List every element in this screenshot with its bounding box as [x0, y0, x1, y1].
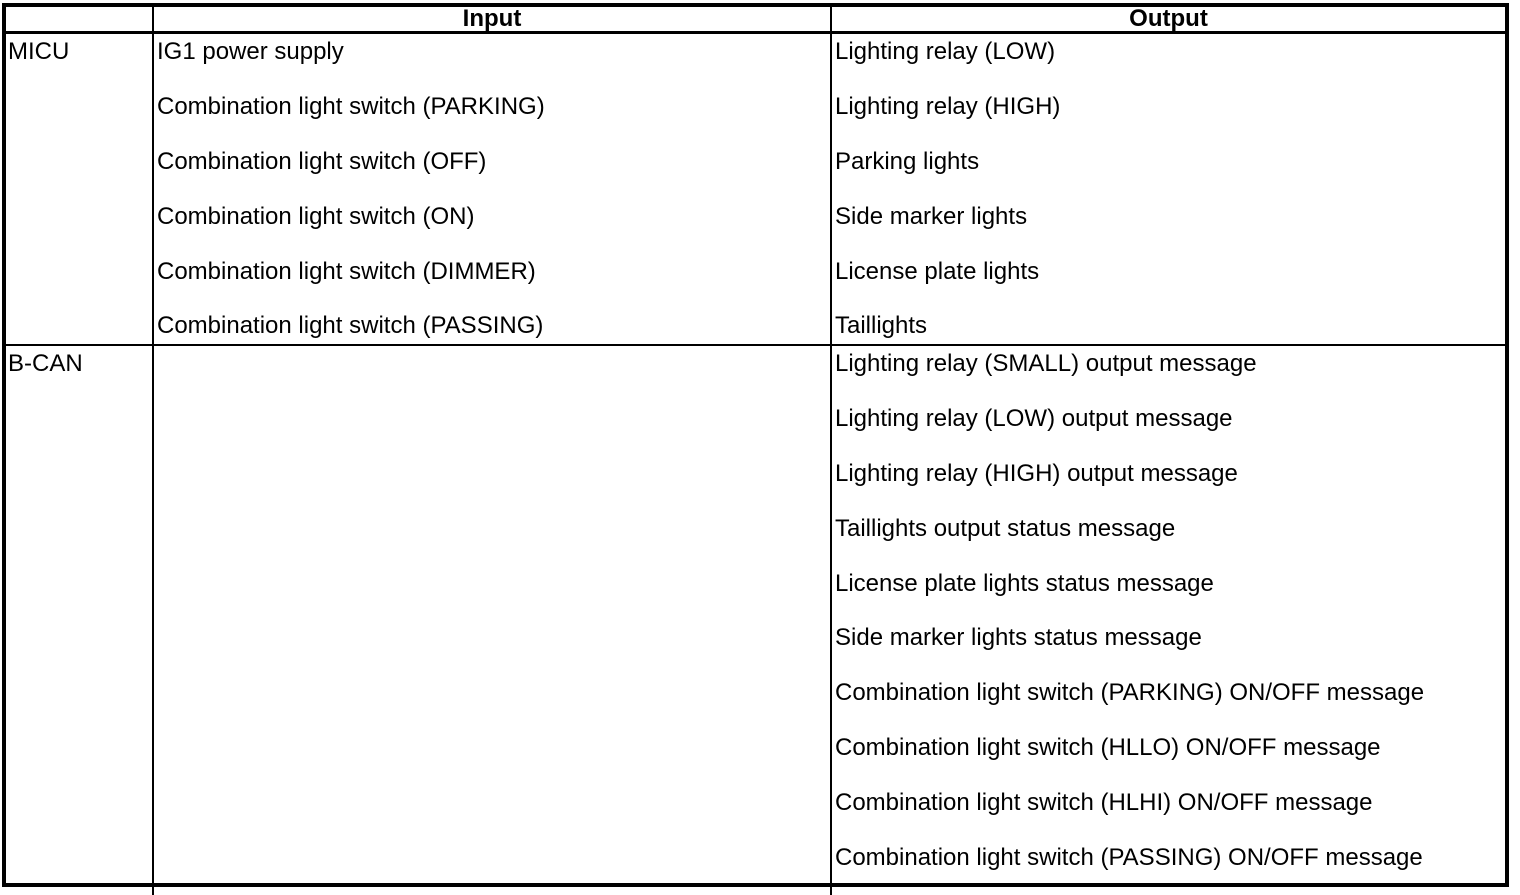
- cell-text-line: Combination light switch (PASSING) ON/OF…: [835, 844, 1423, 872]
- cell-text-line: Taillights: [835, 312, 928, 340]
- cell-text-line: Lighting relay (HIGH) output message: [835, 459, 1238, 487]
- bcan-input-cell: [152, 346, 830, 895]
- table-header-row: Input Output: [6, 7, 1505, 34]
- cell-text-line: Combination light switch (DIMMER): [157, 257, 536, 285]
- cell-text-line: Lighting relay (LOW) output message: [835, 404, 1233, 432]
- cell-text-line: Side marker lights status message: [835, 624, 1202, 652]
- cell-text-line: IG1 power supply: [157, 38, 344, 65]
- cell-text-line: Combination light switch (PARKING) ON/OF…: [835, 679, 1425, 707]
- cell-text-line: Combination light switch (PARKING): [157, 92, 545, 120]
- row-label-text: B-CAN: [8, 350, 83, 377]
- row-label-bcan: B-CAN: [6, 346, 152, 895]
- row-label-text: MICU: [8, 38, 70, 65]
- cell-text-line: Combination light switch (ON): [157, 202, 475, 230]
- cell-text-line: Lighting relay (LOW): [835, 38, 1056, 65]
- header-input: Input: [152, 7, 830, 31]
- cell-text-line: Combination light switch (HLHI) ON/OFF m…: [835, 789, 1373, 817]
- cell-text-line: Combination light switch (PASSING): [157, 312, 544, 340]
- header-source-cell: [6, 7, 152, 31]
- cell-text-line: Combination light switch (OFF): [157, 147, 487, 175]
- table-row-bcan: B-CAN Lighting relay (SMALL) output mess…: [6, 346, 1505, 895]
- cell-text-line: Taillights output status message: [835, 514, 1176, 542]
- cell-text-line: Parking lights: [835, 147, 980, 175]
- cell-text-line: Lighting relay (HIGH): [835, 92, 1061, 120]
- row-label-micu: MICU: [6, 34, 152, 344]
- header-output: Output: [830, 7, 1505, 31]
- cell-text-line: Combination light switch (HLLO) ON/OFF m…: [835, 734, 1381, 762]
- cell-text-line: License plate lights: [835, 257, 1040, 285]
- cell-text-line: Side marker lights: [835, 202, 1028, 230]
- micu-output-cell: Lighting relay (LOW) Lighting relay (HIGH…: [830, 34, 1505, 344]
- cell-text-line: License plate lights status message: [835, 569, 1214, 597]
- cell-text-line: Lighting relay (SMALL) output message: [835, 350, 1257, 377]
